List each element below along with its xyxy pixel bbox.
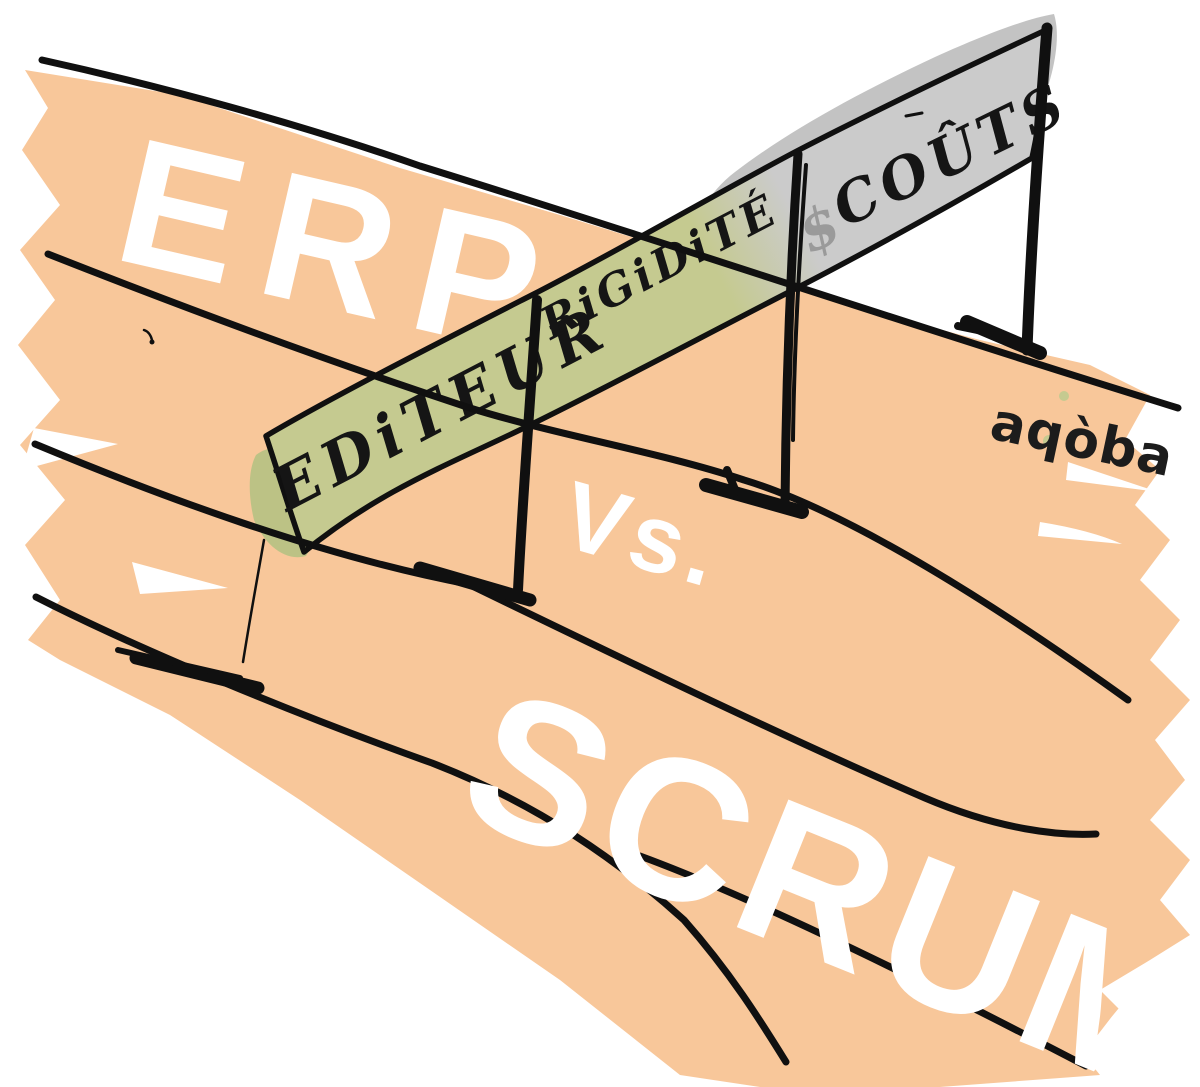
lane-line-2	[44, 250, 1132, 704]
lane-lines	[31, 56, 1182, 1070]
pole-foot-4b	[954, 322, 996, 337]
paint-speckles	[1043, 391, 1069, 447]
hurdle-pole-2	[513, 295, 542, 595]
pole-foot-1b	[115, 647, 243, 681]
brush-gap-streaks	[22, 428, 1158, 594]
pole-foot-2	[413, 561, 537, 607]
hurdle-pole-3	[780, 149, 803, 511]
pole-foot-3b	[723, 466, 740, 496]
track-brush-swath	[18, 70, 1190, 1087]
hurdle-pole-3b	[791, 163, 808, 442]
banner-string	[241, 538, 266, 664]
pole-foot-1	[129, 651, 265, 695]
lane-line-1	[38, 56, 1182, 412]
pole-foot-3	[699, 478, 809, 519]
lane-line-5	[636, 852, 1090, 1070]
hurdle-pole-4	[1021, 22, 1053, 356]
lane-line-3	[31, 440, 1100, 838]
ink-specks	[142, 111, 924, 345]
hurdle-supports	[115, 22, 1053, 695]
